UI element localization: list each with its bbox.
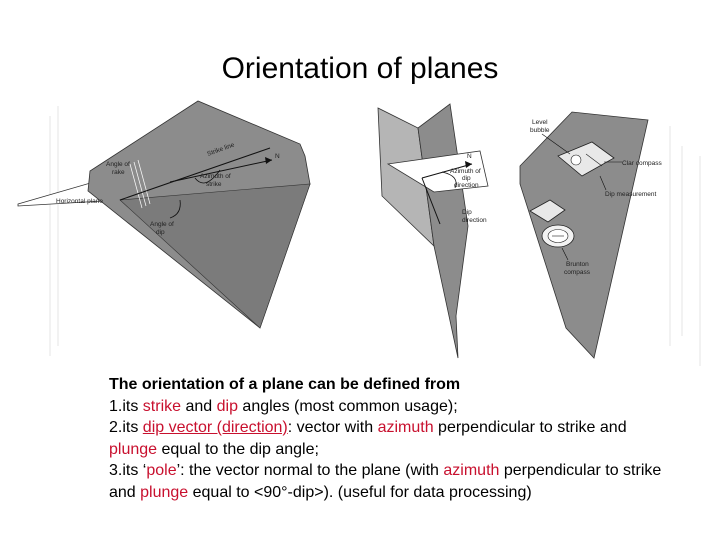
item2-prefix: 2.its: [109, 419, 143, 436]
item2-plunge: plunge: [109, 440, 158, 458]
item3-prefix: 3.its ‘: [109, 462, 147, 479]
item2-mid: : vector with: [287, 419, 378, 436]
item2-azimuth: azimuth: [377, 419, 434, 436]
strike-line: [119, 147, 271, 201]
right-diagram: Level bubble Clar compass Dip measuremen…: [519, 111, 662, 359]
item3-pole: pole: [146, 462, 177, 479]
middle-diagram: N Azimuth of dip direction Dip direction: [377, 103, 489, 359]
dipping-plane-lower: [119, 183, 311, 329]
item1-strike: strike: [142, 397, 182, 415]
label-brunton-compass-2: compass: [564, 269, 591, 276]
item1-dip: dip: [216, 397, 238, 415]
background-texture: [49, 106, 701, 366]
label-angle-of-rake-1: Angle of: [106, 161, 130, 168]
body-text: The orientation of a plane can be define…: [109, 374, 669, 503]
body-intro: The orientation of a plane can be define…: [109, 376, 461, 393]
item2-mid2: perpendicular to strike and: [433, 419, 627, 436]
label-angle-of-rake-2: rake: [112, 169, 125, 176]
item3-plunge: plunge: [140, 483, 189, 501]
north-arrow-mid: [421, 163, 473, 179]
label-clar-compass: Clar compass: [622, 160, 662, 167]
label-brunton-compass-1: Brunton: [566, 261, 589, 268]
label-dip-direction-1: Dip: [462, 209, 472, 216]
label-horizontal-plane: Horizontal plane: [56, 198, 103, 205]
label-north-left: N: [275, 153, 280, 160]
right-plane: [519, 111, 649, 359]
item2-term: dip vector (direction): [142, 419, 288, 436]
item1-and: and: [181, 397, 217, 415]
item3-mid2: perpendicular to strike and: [109, 462, 662, 501]
label-azimuth-dip-dir-1: Azimuth of: [450, 168, 481, 175]
item1-suffix: angles (most common usage);: [237, 397, 458, 415]
item3-mid: ’: the vector normal to the plane (with: [176, 462, 444, 479]
clar-compass-dial: [570, 154, 582, 166]
label-azimuth-dip-dir-2: dip: [462, 175, 471, 182]
label-angle-of-dip-1: Angle of: [150, 221, 174, 228]
item3-azimuth: azimuth: [443, 462, 500, 479]
item3-suffix: equal to <90°-dip>). (useful for data pr…: [188, 483, 532, 501]
label-azimuth-dip-dir-3: direction: [454, 182, 479, 189]
label-dip-measurement: Dip measurement: [605, 191, 656, 198]
body-item-2: 2.its dip vector (direction): vector wit…: [109, 417, 669, 460]
dip-direction-line: [421, 177, 441, 225]
plane-orientation-figure: Angle of rake Strike line N Azimuth of s…: [17, 100, 701, 366]
item1-prefix: 1.its: [109, 397, 143, 415]
label-level-bubble-2: bubble: [530, 127, 550, 134]
rake-hatch: [129, 159, 151, 209]
label-azimuth-of-strike-1: Azimuth of: [200, 173, 231, 180]
body-item-3: 3.its ‘pole’: the vector normal to the p…: [109, 460, 669, 503]
body-item-1: 1.its strike and dip angles (most common…: [109, 396, 669, 418]
clar-compass: [557, 141, 615, 177]
item2-suffix: equal to the dip angle;: [157, 440, 319, 458]
label-north-mid: N: [467, 153, 472, 160]
middle-horizontal-plane: [386, 150, 489, 193]
north-arrow-left: [169, 159, 273, 183]
brunton-lid: [529, 199, 566, 223]
label-azimuth-of-strike-2: strike: [206, 181, 222, 188]
label-angle-of-dip-2: dip: [156, 229, 165, 236]
slide-title: Orientation of planes: [221, 52, 499, 85]
label-level-bubble-1: Level: [532, 119, 548, 126]
label-dip-direction-2: direction: [462, 217, 487, 224]
left-diagram: Angle of rake Strike line N Azimuth of s…: [17, 100, 311, 329]
